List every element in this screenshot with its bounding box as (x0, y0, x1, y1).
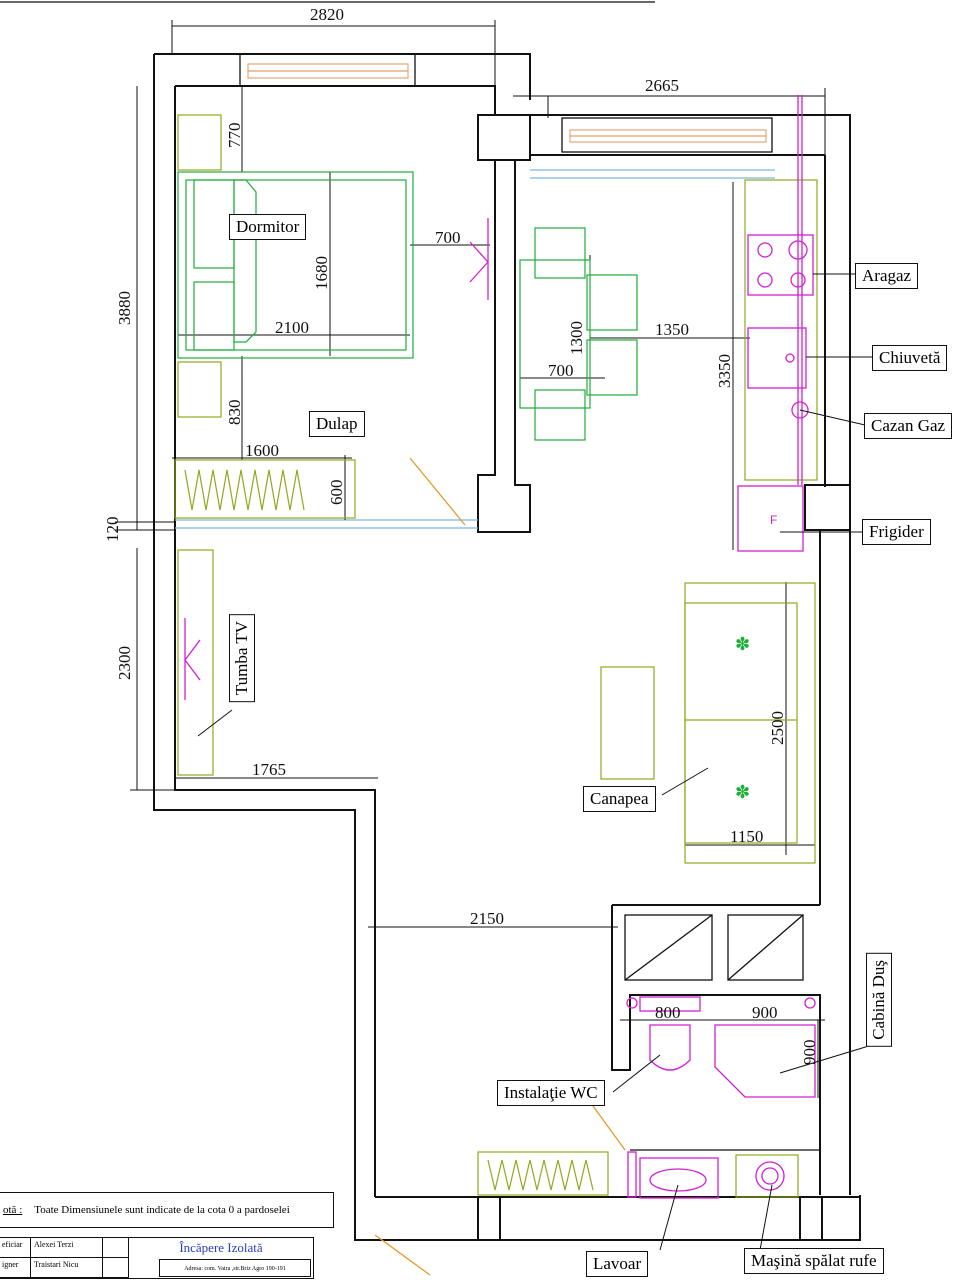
label-chiuveta: Chiuvetă (872, 345, 948, 371)
dim-wardrobe-depth: 600 (327, 480, 346, 506)
dim-living-width: 1765 (252, 760, 286, 779)
label-frigider: Frigider (862, 519, 931, 545)
dim-bed-length: 1680 (312, 256, 331, 290)
note-text: Toate Dimensiunele sunt indicate de la c… (34, 1204, 290, 1216)
title-block: eficiar Alexei Terzi igner Traistari Nic… (0, 1237, 314, 1279)
svg-text:F: F (770, 513, 777, 527)
label-instalatie-wc: Instalaţie WC (497, 1080, 605, 1106)
dim-table-width: 700 (548, 361, 574, 380)
svg-text:✽: ✽ (735, 634, 750, 654)
dim-bed-bottom: 830 (225, 400, 244, 426)
tb-empty-2 (103, 1258, 129, 1278)
label-masina-spalat: Maşină spălat rufe (744, 1248, 884, 1274)
label-canapea: Canapea (583, 786, 656, 812)
dim-table-clearance: 1350 (655, 320, 689, 339)
dimension-texts: 2820 2665 3880 770 1680 700 2100 830 160… (103, 5, 819, 1065)
bed (177, 171, 414, 359)
tb-address: Adresa: com. Vatra ,str.Briz Agro 190-19… (159, 1259, 311, 1277)
note-label: otă : (3, 1204, 23, 1216)
bathroom (374, 914, 816, 1276)
windows (239, 53, 773, 153)
dimension-lines (115, 20, 826, 1098)
dim-table-length: 1300 (567, 321, 586, 355)
tb-role-2: igner (0, 1258, 31, 1278)
dim-window-offset: 770 (225, 123, 244, 149)
dim-kitchen-depth: 3350 (715, 354, 734, 388)
note-box: otă : Toate Dimensiunele sunt indicate d… (0, 1192, 334, 1228)
label-dormitor: Dormitor (229, 214, 307, 240)
dim-shower-width: 900 (752, 1003, 778, 1022)
nightstands (177, 114, 222, 418)
tb-empty-1 (103, 1238, 129, 1258)
label-lavoar: Lavoar (586, 1251, 649, 1277)
svg-text:✽: ✽ (735, 782, 750, 802)
label-cazan-gaz: Cazan Gaz (864, 413, 953, 439)
kitchen: F (530, 95, 818, 552)
dim-sofa-width: 1150 (730, 827, 763, 846)
dim-hall-width: 2150 (470, 909, 504, 928)
walls (153, 53, 861, 1241)
dining-set (519, 227, 638, 441)
tb-name-1: Alexei Terzi (31, 1238, 103, 1258)
dim-wall-thickness: 120 (103, 517, 122, 543)
label-aragaz: Aragaz (855, 263, 919, 289)
dim-top-width: 2820 (310, 5, 344, 24)
dim-bed-clearance: 700 (435, 228, 461, 247)
tb-name-2: Traistari Nicu (31, 1258, 103, 1278)
tb-project-title: Încăpere Izolată (179, 1240, 263, 1255)
label-cabina-dus: Cabină Duş (866, 953, 892, 1047)
dim-sofa-length: 2500 (768, 711, 787, 745)
dim-bed-width: 2100 (275, 318, 309, 337)
label-dulap: Dulap (309, 411, 365, 437)
dim-living-depth: 2300 (115, 646, 134, 680)
dim-shower-depth: 900 (800, 1040, 819, 1066)
living-furniture: ✽ ✽ (177, 549, 816, 864)
dim-kitchen-width: 2665 (645, 76, 679, 95)
label-tumba-tv: Tumba TV (229, 614, 255, 703)
leader-lines (197, 273, 873, 1251)
dim-wc-width: 800 (655, 1003, 681, 1022)
tb-role-1: eficiar (0, 1238, 31, 1258)
wardrobe (174, 459, 356, 519)
dim-bedroom-depth: 3880 (115, 291, 134, 325)
bedroom-door (409, 218, 489, 526)
dim-wardrobe-length: 1600 (245, 441, 279, 460)
